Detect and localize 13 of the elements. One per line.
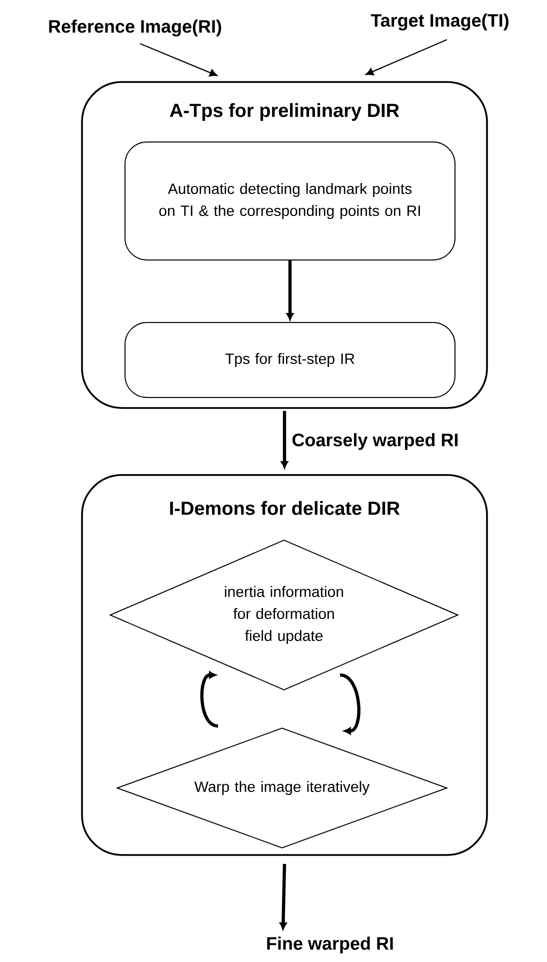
arrow <box>366 39 448 76</box>
arrow <box>200 671 218 728</box>
edge-label: Coarsely warped RI <box>290 432 460 451</box>
node-label: Fine warped RI <box>267 936 393 954</box>
process-box: Tps for first-step IR <box>124 322 456 398</box>
arrow <box>280 864 287 930</box>
node-label: Target Image(TI) <box>370 14 508 30</box>
arrow <box>340 673 360 735</box>
arrow <box>280 410 288 468</box>
process-box: Automatic detecting landmark points on TI & the corresponding points on RI <box>124 142 456 260</box>
node-label: Reference Image(RI) <box>49 20 222 36</box>
arrow <box>286 260 294 320</box>
arrow <box>140 43 218 77</box>
